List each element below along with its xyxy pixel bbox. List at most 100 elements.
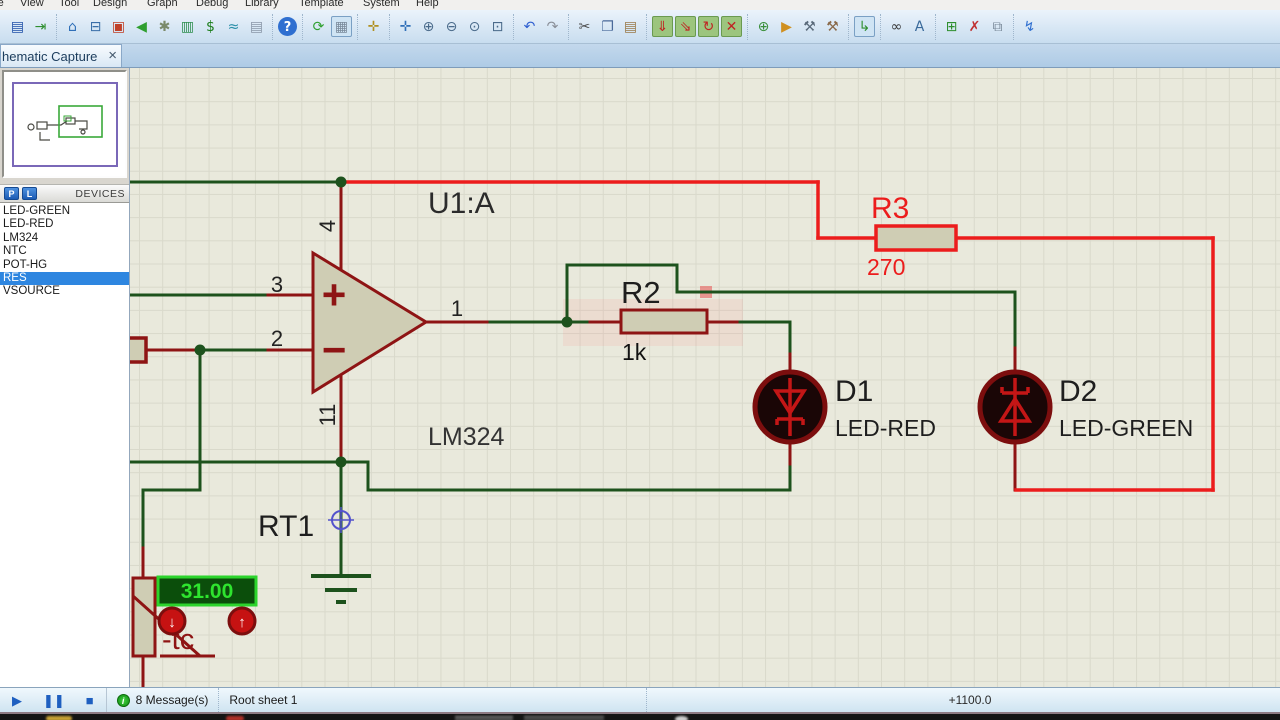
menu-design[interactable]: Design [93,0,128,9]
menu-view[interactable]: View [20,0,44,9]
d2-ref-label[interactable]: D2 [1059,375,1097,408]
taskbar-icon[interactable] [524,716,604,720]
tab-schematic-capture[interactable]: hematic Capture × [0,44,122,67]
wires-green[interactable] [130,180,1017,578]
message-count[interactable]: 8 Message(s) [135,693,209,707]
zoom-area-icon[interactable]: ⊡ [491,19,504,35]
menu-library[interactable]: Library [245,0,279,9]
device-item-res[interactable]: RES [0,271,129,286]
grid-toggle-icon[interactable]: ▦ [331,16,352,37]
increase-temp-button[interactable] [227,606,257,636]
library-button[interactable]: L [22,187,37,200]
device-item-led-green[interactable]: LED-GREEN [3,205,71,217]
wire-autorouter-icon[interactable]: ↳ [854,16,875,37]
r2-ref-label[interactable]: R2 [621,275,661,310]
taskbar-icon[interactable] [226,716,244,720]
block-rotate-icon[interactable]: ↻ [698,16,719,37]
origin-icon[interactable]: ✛ [367,19,380,35]
r2-value-label[interactable]: 1k [622,339,647,365]
rt1-thermistor[interactable]: RT1 -tc 31.00 ↓ [131,507,354,658]
menu-debug[interactable]: Debug [196,0,229,9]
viewport-rect[interactable] [58,105,103,138]
wires-red-net[interactable] [339,180,1215,492]
help-icon[interactable]: ? [278,17,297,36]
menu-graph[interactable]: Graph [147,0,178,9]
gerber-viewer-icon[interactable]: ✱ [158,19,171,35]
up-arrow-icon[interactable]: ↑ [238,614,246,631]
pcb-layout-icon[interactable]: ▣ [111,19,126,35]
exit-sheet-icon[interactable]: ⧉ [992,19,1003,35]
device-item-ntc[interactable]: NTC [3,245,27,258]
decompose-icon[interactable]: ⚒ [826,19,839,35]
opamp-value-label[interactable]: LM324 [428,423,505,451]
opamp-ref-label[interactable]: U1:A [428,187,495,220]
zoom-extents-icon[interactable]: ⊙ [468,19,481,35]
opamp-u1a[interactable]: + − 3 2 1 4 11 U1:A LM324 [271,187,505,451]
home-icon[interactable]: ⌂ [68,19,77,35]
led-d2[interactable]: D2 LED-GREEN [977,369,1193,445]
redo-icon[interactable]: ↷ [546,19,559,35]
redraw-icon[interactable]: ⟳ [312,19,325,35]
block-delete-icon[interactable]: ✕ [721,16,742,37]
messages-section[interactable]: i 8 Message(s) [107,688,220,712]
menu-tool[interactable]: Tool [59,0,80,9]
stop-button[interactable]: ■ [85,692,94,708]
device-item-led-red[interactable]: LED-RED [3,218,54,231]
menu-help[interactable]: Help [416,0,439,9]
pan-icon[interactable]: ✛ [399,19,412,35]
new-sheet-icon[interactable]: ⊞ [945,19,958,35]
ground-symbol[interactable] [311,574,371,604]
device-item-vsource[interactable]: VSOURCE [3,285,60,298]
pick-parts-button[interactable]: P [4,187,19,200]
taskbar-icon[interactable] [455,716,513,720]
clipped-resistor[interactable] [130,336,148,364]
decrease-temp-button[interactable] [157,606,187,636]
r3-ref-label[interactable]: R3 [871,192,909,225]
device-item-pot-hg[interactable]: POT-HG [3,258,48,271]
property-assignment-icon[interactable]: A [914,19,925,35]
d1-value-label[interactable]: LED-RED [835,415,936,441]
resistor-r3[interactable]: R3 270 [867,192,958,280]
report-icon[interactable]: ▤ [249,19,264,35]
wires-pins[interactable] [141,180,1017,687]
overview-thumbnail[interactable] [2,70,127,178]
zoom-in-icon[interactable]: ⊕ [422,19,435,35]
make-device-icon[interactable]: ▶ [781,19,792,35]
zoom-out-icon[interactable]: ⊖ [445,19,458,35]
open-design-icon[interactable]: ⇥ [34,19,47,35]
remove-sheet-icon[interactable]: ✗ [968,19,981,35]
menu-system[interactable]: System [363,0,400,9]
schematic-capture-icon[interactable]: ⊟ [89,19,102,35]
pause-button[interactable]: ❚❚ [43,692,65,708]
packaging-tool-icon[interactable]: ⚒ [803,19,816,35]
paste-icon[interactable]: ▤ [623,19,638,35]
taskbar-icon[interactable] [46,716,72,720]
r3-value-label[interactable]: 270 [867,254,905,280]
copy-icon[interactable]: ❐ [601,19,614,35]
menu-template[interactable]: Template [299,0,344,9]
taskbar-icon[interactable] [675,716,688,720]
bill-of-materials-icon[interactable]: $ [206,19,215,35]
save-icon[interactable]: ▤ [10,19,25,35]
play-button[interactable]: ▶ [12,692,22,708]
led-d1[interactable]: D1 LED-RED [752,369,936,445]
search-tag-icon[interactable]: ∞ [890,19,903,35]
block-copy-icon[interactable]: ⇓ [652,16,673,37]
design-explorer-icon[interactable]: ▥ [180,19,195,35]
resistor-r2[interactable]: R2 1k [619,275,709,365]
schematic-canvas[interactable]: + − 3 2 1 4 11 U1:A LM324 R2 1k [130,68,1280,687]
undo-icon[interactable]: ↶ [523,19,536,35]
block-move-icon[interactable]: ⇘ [675,16,696,37]
d1-ref-label[interactable]: D1 [835,375,873,408]
simulation-analysis-icon[interactable]: ≈ [227,19,240,35]
menu-file[interactable]: File [0,0,4,9]
cut-icon[interactable]: ✂ [578,19,591,35]
d2-value-label[interactable]: LED-GREEN [1059,415,1193,441]
electrical-rules-icon[interactable]: ↯ [1023,19,1036,35]
pick-device-icon[interactable]: ⊕ [757,19,770,35]
3d-visualizer-icon[interactable]: ◀ [136,19,147,35]
close-icon[interactable]: × [108,47,117,64]
down-arrow-icon[interactable]: ↓ [168,614,176,631]
rt1-ref-label[interactable]: RT1 [258,510,314,543]
device-item-lm324[interactable]: LM324 [3,231,39,244]
